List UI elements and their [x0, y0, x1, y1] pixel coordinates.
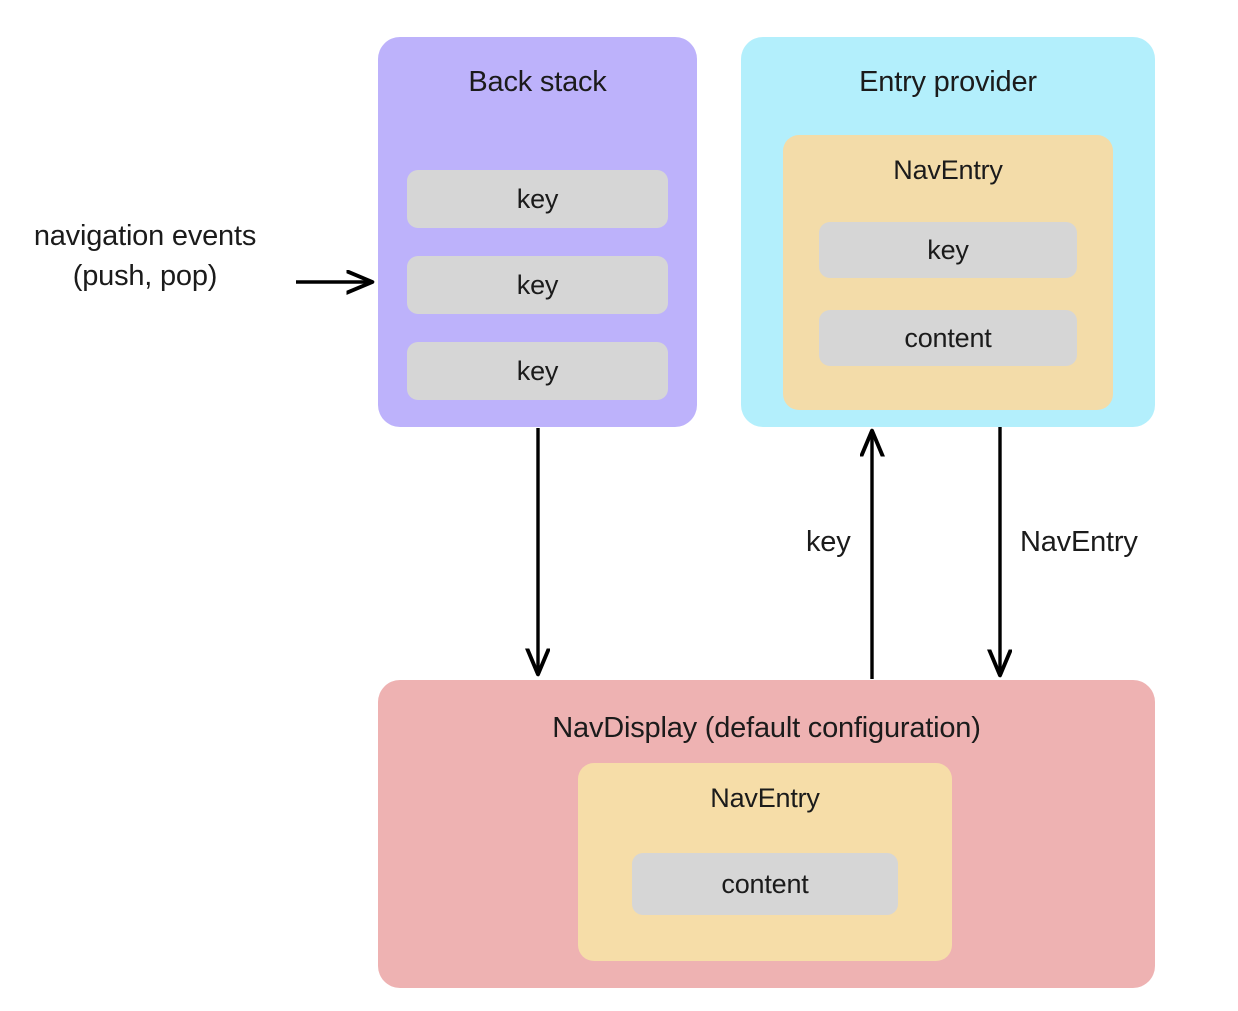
- nav-display-nav-entry-box[interactable]: NavEntry content: [578, 763, 952, 961]
- nav-display-nav-entry-title: NavEntry: [710, 783, 820, 813]
- edge-label-key: key: [806, 526, 851, 558]
- entry-provider-nav-entry-title: NavEntry: [893, 155, 1003, 185]
- entry-provider-nav-entry-box[interactable]: NavEntry key content: [783, 135, 1113, 410]
- back-stack-key-item[interactable]: key: [407, 342, 668, 400]
- entry-provider-nav-entry-content-slot[interactable]: content: [819, 310, 1077, 366]
- entry-provider-box[interactable]: Entry provider NavEntry key content: [741, 37, 1155, 427]
- back-stack-title: Back stack: [468, 66, 607, 98]
- navigation-events-line-2: (push, pop): [72, 260, 218, 292]
- back-stack-key-item[interactable]: key: [407, 170, 668, 228]
- back-stack-key-item[interactable]: key: [407, 256, 668, 314]
- nav-display-box[interactable]: NavDisplay (default configuration) NavEn…: [378, 680, 1155, 988]
- entry-provider-nav-entry-key-slot[interactable]: key: [819, 222, 1077, 278]
- nav-display-title: NavDisplay (default configuration): [552, 712, 981, 744]
- edge-label-naventry: NavEntry: [1020, 526, 1138, 558]
- back-stack-box[interactable]: Back stack key key key: [378, 37, 697, 427]
- nav-display-nav-entry-content-slot[interactable]: content: [632, 853, 898, 915]
- navigation-events-label: navigation events (push, pop): [6, 216, 284, 296]
- entry-provider-title: Entry provider: [859, 66, 1037, 98]
- navigation-events-line-1: navigation events: [33, 220, 257, 252]
